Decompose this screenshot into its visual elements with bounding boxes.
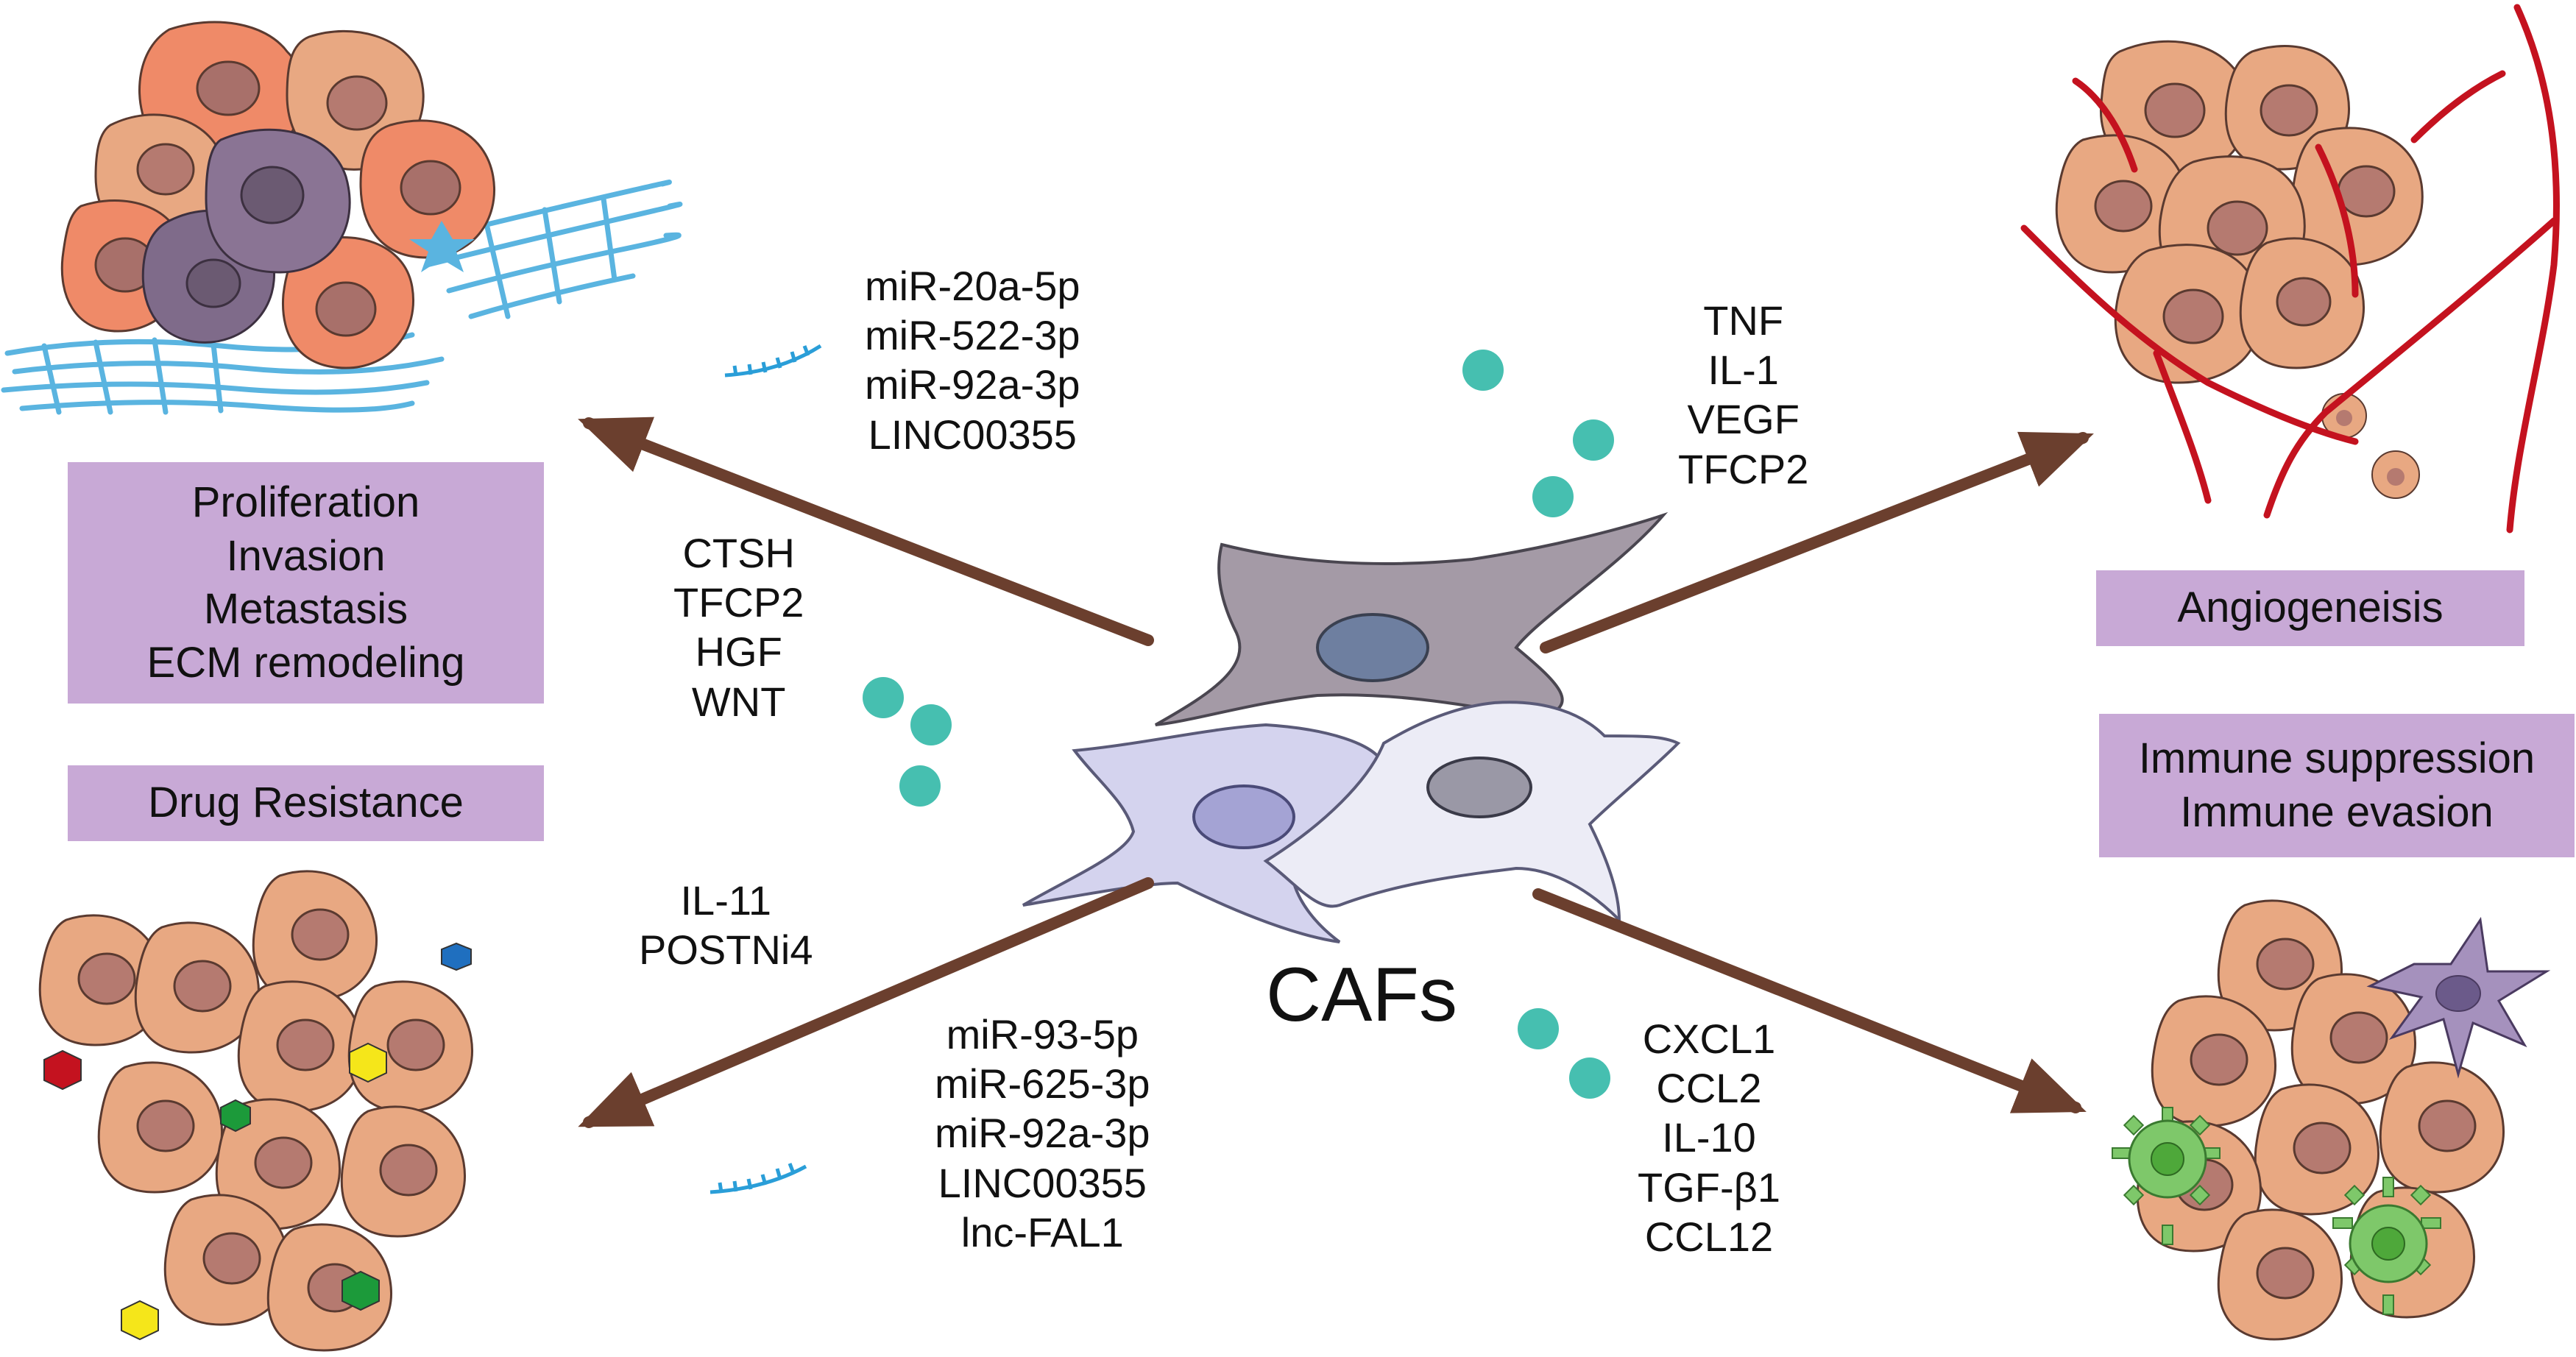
- rna-item: lnc-FAL1: [960, 1208, 1124, 1255]
- outcome-box-immune: Immune suppression Immune evasion: [2099, 714, 2575, 857]
- t-cell-1: [2112, 1107, 2221, 1245]
- factor-item: IL-1: [1708, 347, 1779, 394]
- protein-item: POSTNi4: [639, 926, 813, 974]
- secreted-factor-dots: [863, 350, 1614, 1099]
- tumor-cluster-angiogenesis: [2020, 4, 2560, 534]
- outcome-item: Immune suppression: [2138, 734, 2536, 782]
- protein-item: HGF: [695, 628, 782, 676]
- factor-item: TGF-β1: [1638, 1163, 1780, 1211]
- rna-item: miR-522-3p: [865, 312, 1080, 359]
- rna-item: miR-92a-3p: [865, 361, 1080, 408]
- protein-item: TFCP2: [673, 579, 804, 626]
- bottom-left-protein-list: IL-11 POSTNi4: [639, 876, 813, 974]
- top-left-rna-list: miR-20a-5p miR-522-3p miR-92a-3p LINC003…: [865, 261, 1080, 459]
- drug-molecules: [43, 942, 472, 1341]
- outcome-item: Invasion: [226, 531, 386, 580]
- rna-item: miR-625-3p: [935, 1060, 1150, 1108]
- arrow-to-immune: [1532, 888, 2087, 1113]
- arrow-to-drug-resistance: [578, 877, 1154, 1128]
- factor-item: VEGF: [1687, 396, 1800, 443]
- blood-vessels: [2020, 4, 2560, 534]
- tumor-cluster-drug-resistance: [38, 870, 473, 1352]
- arrow-to-proliferation: [578, 417, 1154, 646]
- factor-item: CCL12: [1644, 1213, 1774, 1260]
- rna-item: miR-92a-3p: [935, 1110, 1150, 1157]
- rna-item: miR-93-5p: [946, 1011, 1139, 1057]
- caf-title: CAFs: [1266, 952, 1457, 1038]
- outcome-item: ECM remodeling: [146, 638, 465, 687]
- factor-item: TFCP2: [1678, 445, 1809, 492]
- dendritic-cell: [2366, 916, 2551, 1079]
- factor-item: TNF: [1703, 297, 1784, 344]
- arrow-to-angiogenesis: [1540, 431, 2094, 653]
- factor-item: IL-10: [1662, 1114, 1756, 1161]
- tumor-cluster-proliferation: [1, 21, 683, 415]
- arrows: [578, 417, 2094, 1128]
- factor-item: CXCL1: [1642, 1016, 1776, 1062]
- caf-fibroblasts: [1022, 511, 1681, 943]
- protein-item: CTSH: [682, 530, 795, 576]
- rna-strand-bottom: [710, 1163, 807, 1194]
- top-left-protein-list: CTSH TFCP2 HGF WNT: [673, 528, 804, 726]
- rna-strand-top: [724, 344, 822, 378]
- rna-item: miR-20a-5p: [865, 263, 1080, 309]
- outcome-box-angiogenesis: Angiogeneisis: [2096, 570, 2524, 646]
- t-cell-2: [2332, 1177, 2441, 1315]
- outcome-item: Proliferation: [191, 478, 420, 526]
- rna-item: LINC00355: [938, 1159, 1147, 1206]
- tumor-cluster-immune: [2112, 899, 2551, 1341]
- top-right-factor-list: TNF IL-1 VEGF TFCP2: [1678, 296, 1808, 494]
- outcome-box-drug-resistance: Drug Resistance: [68, 765, 544, 841]
- outcome-item: Drug Resistance: [148, 779, 464, 827]
- protein-item: WNT: [691, 678, 786, 725]
- factor-item: CCL2: [1656, 1065, 1762, 1112]
- outcome-box-proliferation: Proliferation Invasion Metastasis ECM re…: [68, 462, 544, 704]
- outcome-item: Angiogeneisis: [2177, 584, 2444, 632]
- rna-item: LINC00355: [868, 411, 1077, 458]
- outcome-item: Metastasis: [203, 585, 408, 633]
- protein-item: IL-11: [680, 877, 771, 924]
- bottom-right-factor-list: CXCL1 CCL2 IL-10 TGF-β1 CCL12: [1638, 1014, 1780, 1261]
- outcome-item: Immune evasion: [2180, 787, 2494, 836]
- bottom-left-rna-list: miR-93-5p miR-625-3p miR-92a-3p LINC0035…: [935, 1010, 1150, 1257]
